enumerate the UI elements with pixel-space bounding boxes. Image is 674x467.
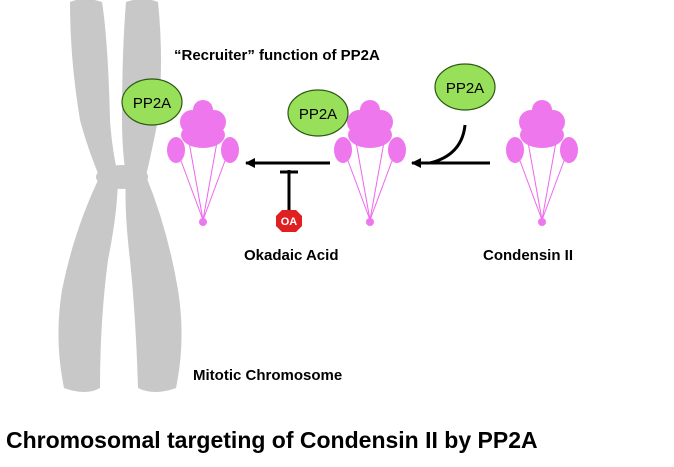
centromere (96, 165, 148, 189)
pp2a-label: PP2A (299, 106, 337, 123)
condensin-ii-label: Condensin II (483, 247, 573, 264)
recruiter-label: “Recruiter” function of PP2A (174, 47, 380, 64)
pp2a-free: PP2A (434, 63, 496, 111)
condensin-complex-middle (334, 100, 406, 226)
oa-label: OA (281, 216, 298, 228)
condensin-shape (334, 100, 406, 226)
chromosome-arm-lower-right (125, 176, 182, 392)
chromosome-arm-lower-left (58, 176, 118, 392)
pp2a-label: PP2A (446, 80, 484, 97)
figure-title: Chromosomal targeting of Condensin II by… (6, 427, 538, 453)
okadaic-acid-label: Okadaic Acid (244, 247, 338, 264)
pp2a-label: PP2A (133, 95, 171, 112)
condensin-shape (506, 100, 578, 226)
pp2a-binding-curve (429, 124, 467, 165)
condensin-shape (167, 100, 239, 226)
condensin-complex-free (506, 100, 578, 226)
chromosome-arm-upper-left (70, 0, 118, 178)
mitotic-chromosome-label: Mitotic Chromosome (193, 367, 342, 384)
pp2a-bound-chromosome: PP2A (121, 78, 183, 126)
mitotic-chromosome (58, 0, 182, 392)
okadaic-acid-icon: OA (276, 210, 302, 232)
condensin-complex-bound (167, 100, 239, 226)
pp2a-middle: PP2A (287, 89, 349, 137)
